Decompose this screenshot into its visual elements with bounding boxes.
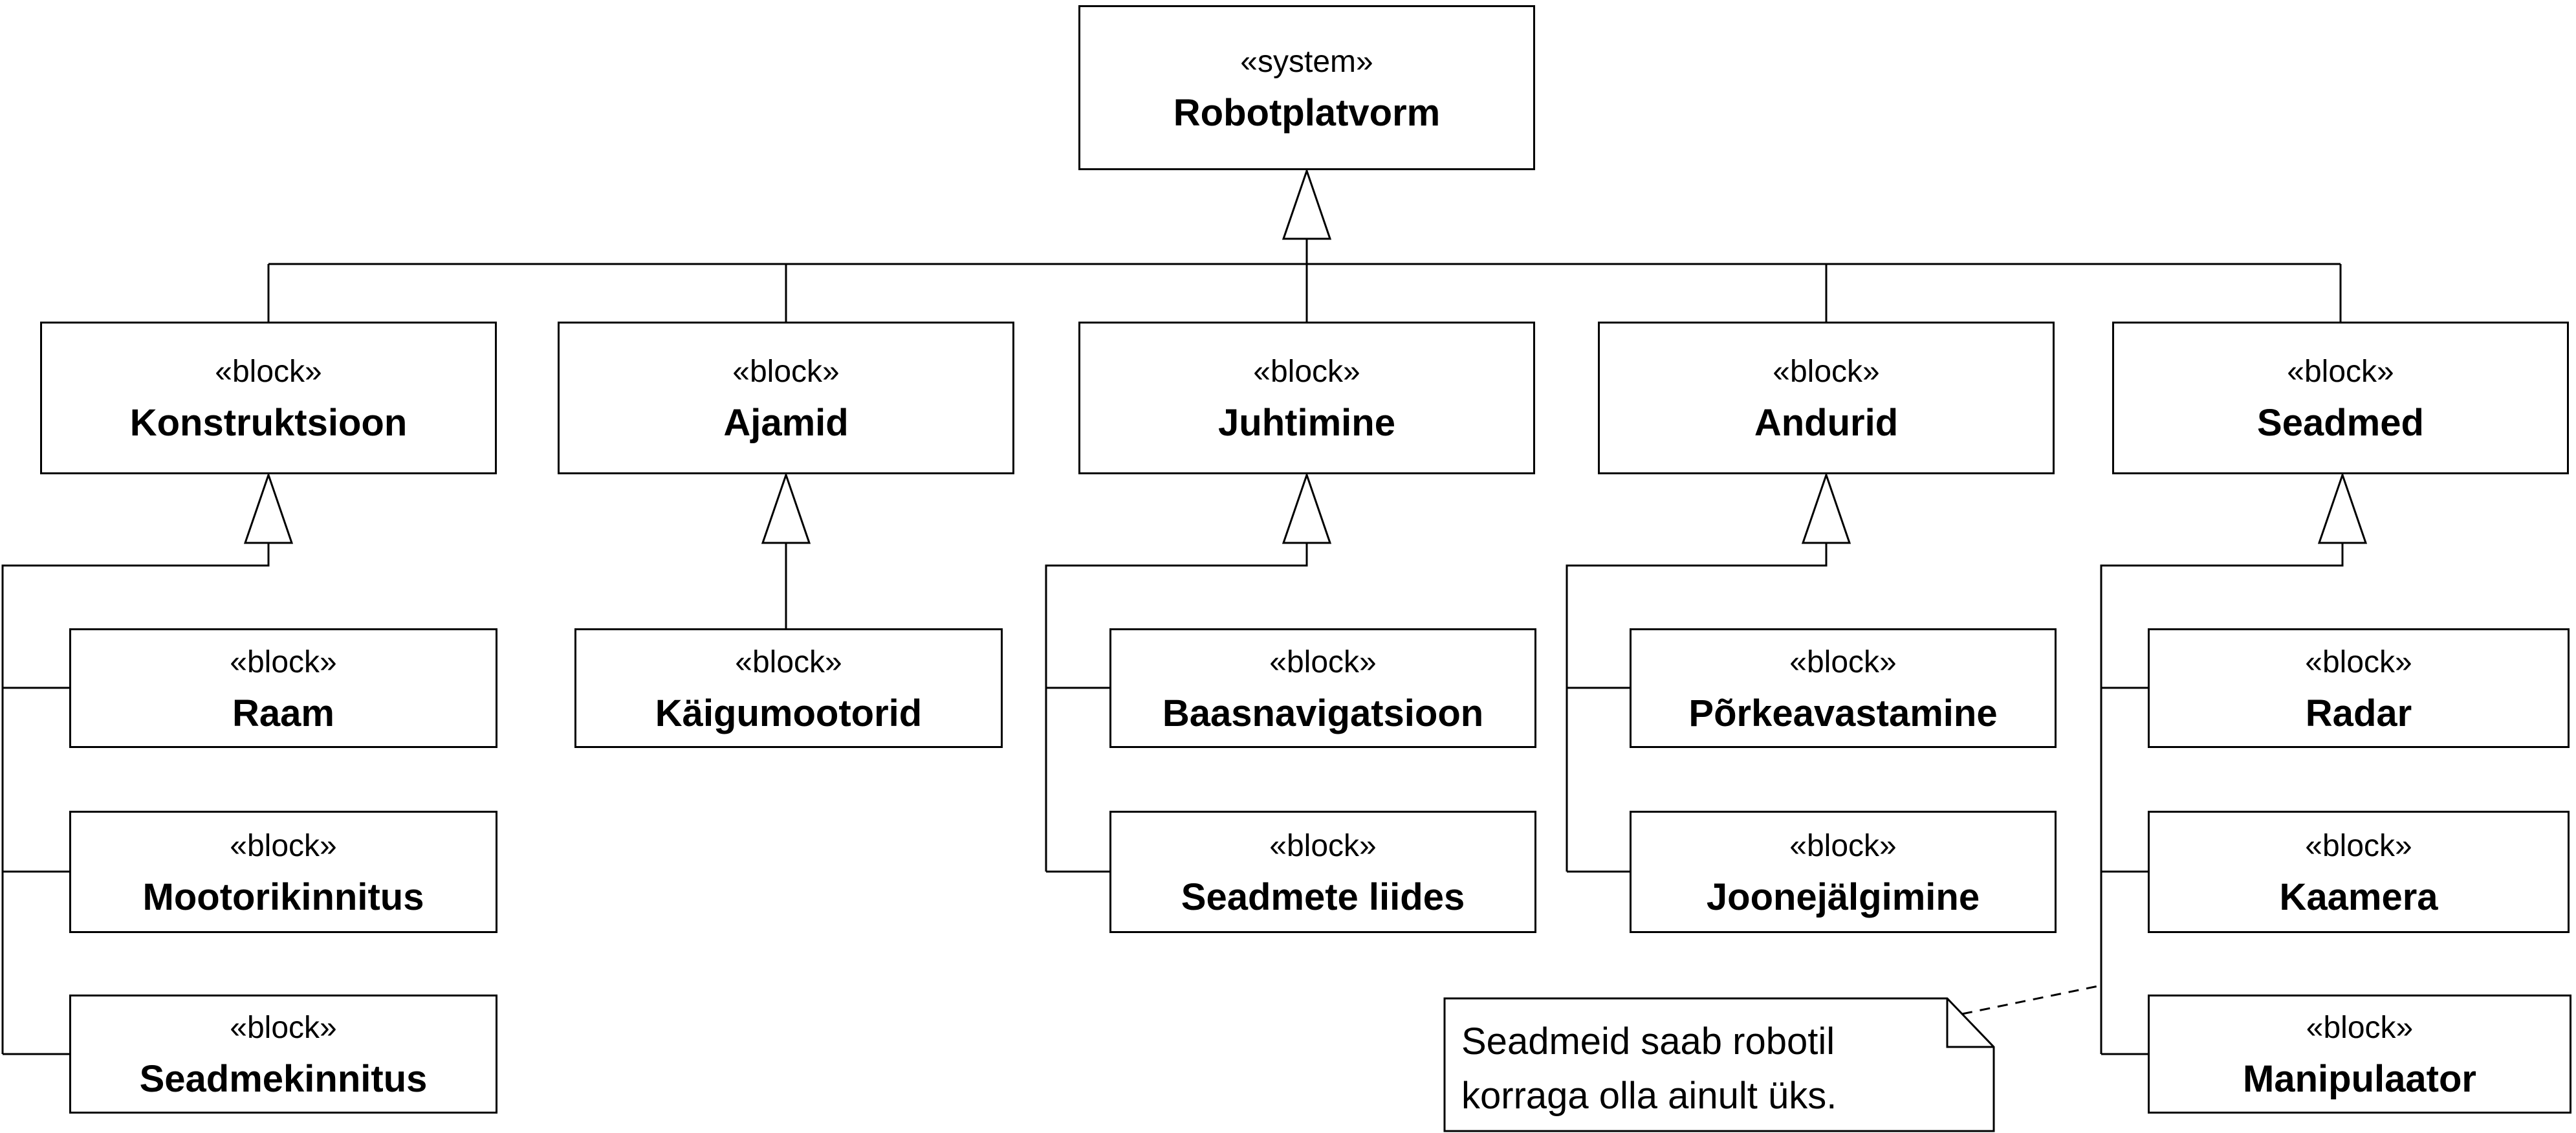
block-konstruktsioon: «block» Konstruktsioon (40, 322, 497, 474)
block-manipulaator: «block» Manipulaator (2148, 995, 2571, 1114)
block-andurid: «block» Andurid (1598, 322, 2055, 474)
block-kaamera: «block» Kaamera (2148, 811, 2570, 933)
block-stereotype: «block» (1269, 828, 1377, 863)
generalization-arrow-ajamid (761, 472, 811, 544)
andurid-tree-line (1566, 543, 1828, 872)
block-name: Andurid (1754, 402, 1899, 444)
note: Seadmeid saab robotil korraga olla ainul… (1461, 1015, 1979, 1123)
generalization-arrow-root (1282, 168, 1332, 240)
block-stereotype: «block» (1253, 355, 1360, 389)
generalization-arrow-juhtimine (1282, 472, 1332, 544)
block-stereotype: «block» (215, 355, 322, 389)
block-seadmete-liides: «block» Seadmete liides (1109, 811, 1536, 933)
block-name: Konstruktsioon (129, 402, 408, 444)
block-radar: «block» Radar (2148, 628, 2570, 748)
generalization-arrow-konstruktsioon (243, 472, 294, 544)
block-name: Seadmete liides (1181, 875, 1465, 918)
block-stereotype: «block» (1789, 828, 1897, 863)
block-stereotype: «block» (732, 355, 840, 389)
block-robotplatvorm: «system» Robotplatvorm (1078, 5, 1535, 170)
block-porkeavastamine: «block» Põrkeavastamine (1630, 628, 2057, 748)
block-mootorikinnitus: «block» Mootorikinnitus (69, 811, 497, 933)
block-name: Joonejälgimine (1706, 875, 1980, 918)
block-name: Mootorikinnitus (142, 875, 424, 918)
block-name: Seadmekinnitus (139, 1058, 428, 1100)
block-joonejalgimine: «block» Joonejälgimine (1630, 811, 2057, 933)
note-fold-icon (1946, 998, 1994, 1048)
block-ajamid: «block» Ajamid (558, 322, 1014, 474)
block-name: Manipulaator (2243, 1058, 2476, 1100)
block-juhtimine: «block» Juhtimine (1078, 322, 1535, 474)
block-name: Raam (232, 692, 334, 734)
block-stereotype: «block» (2305, 828, 2412, 863)
block-stereotype: «block» (2287, 355, 2394, 389)
block-seadmekinnitus: «block» Seadmekinnitus (69, 995, 497, 1114)
block-stereotype: «block» (2305, 644, 2412, 679)
block-stereotype: «block» (230, 828, 337, 863)
juhtimine-tree-line (1045, 543, 1308, 872)
block-name: Radar (2305, 692, 2412, 734)
block-name: Ajamid (723, 402, 849, 444)
block-name: Põrkeavastamine (1688, 692, 1998, 734)
block-name: Baasnavigatsioon (1162, 692, 1484, 734)
block-stereotype: «block» (230, 644, 337, 679)
generalization-arrow-seadmed (2317, 472, 2368, 544)
block-name: Seadmed (2257, 402, 2424, 444)
konstruktsioon-tree-line (1, 543, 270, 1054)
block-name: Robotplatvorm (1173, 91, 1441, 134)
block-name: Käigumootorid (655, 692, 922, 734)
block-raam: «block» Raam (69, 628, 497, 748)
block-stereotype: «block» (2306, 1011, 2414, 1045)
block-stereotype: «block» (230, 1011, 337, 1045)
generalization-arrow-andurid (1801, 472, 1851, 544)
seadmed-tree-line (2100, 543, 2344, 1054)
note-anchor-dashed-line (1961, 984, 2102, 1015)
block-baasnavigatsioon: «block» Baasnavigatsioon (1109, 628, 1536, 748)
note-line: korraga olla ainult üks. (1461, 1075, 1837, 1117)
block-kaigumootorid: «block» Käigumootorid (574, 628, 1003, 748)
block-stereotype: «system» (1240, 44, 1373, 79)
block-name: Kaamera (2279, 875, 2438, 918)
block-stereotype: «block» (735, 644, 842, 679)
block-seadmed: «block» Seadmed (2112, 322, 2569, 474)
block-stereotype: «block» (1773, 355, 1880, 389)
block-stereotype: «block» (1789, 644, 1897, 679)
block-stereotype: «block» (1269, 644, 1377, 679)
note-line: Seadmeid saab robotil (1461, 1020, 1835, 1062)
note-shape (1443, 997, 1995, 1132)
block-name: Juhtimine (1218, 402, 1395, 444)
